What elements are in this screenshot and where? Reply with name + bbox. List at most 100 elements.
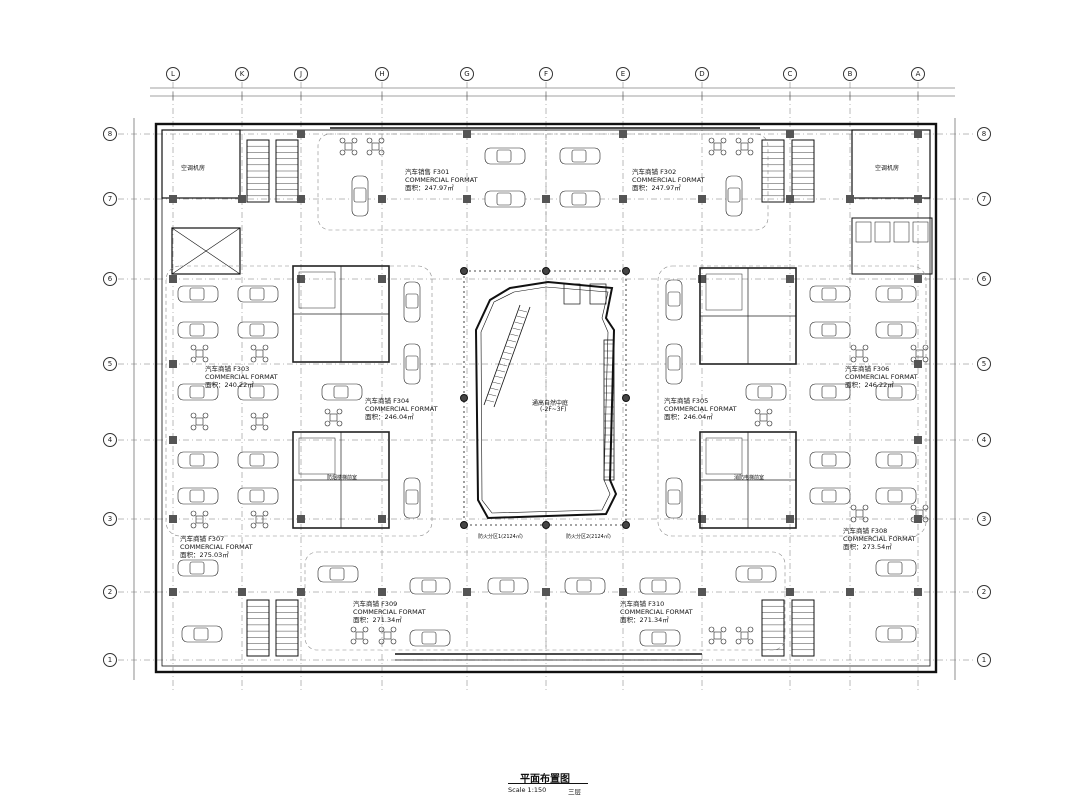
column-27	[786, 588, 794, 596]
chair	[850, 516, 857, 523]
chair	[202, 424, 209, 431]
axis-bubble-right-6: 6	[977, 272, 991, 286]
column-24	[542, 588, 550, 596]
car-34	[181, 625, 223, 643]
axis-bubble-2: 2	[103, 585, 117, 599]
axis-bubble-7: 7	[103, 192, 117, 206]
chair	[336, 420, 343, 427]
axis-bubble-h: H	[375, 67, 389, 81]
zone-top	[317, 133, 769, 231]
car-24	[809, 487, 851, 505]
escalator-step-left	[503, 351, 512, 355]
toilet-stall	[855, 221, 872, 243]
core-room	[298, 437, 336, 475]
display-table-9	[759, 413, 768, 422]
car-33	[735, 565, 777, 583]
drawing-title: 平面布置图	[520, 774, 570, 785]
atrium-column-5	[460, 521, 468, 529]
chair	[862, 356, 869, 363]
display-table-10	[855, 349, 864, 358]
column-22	[378, 588, 386, 596]
column-42	[786, 515, 794, 523]
chair	[708, 626, 715, 633]
stair-br2	[791, 599, 815, 657]
axis-bubble-right-4: 4	[977, 433, 991, 447]
axis-bubble-right-5: 5	[977, 357, 991, 371]
column-16	[914, 436, 922, 444]
chair	[747, 638, 754, 645]
chair	[190, 356, 197, 363]
chair	[922, 504, 929, 511]
atrium-column-7	[622, 521, 630, 529]
car-4	[177, 285, 219, 303]
column-26	[698, 588, 706, 596]
car-6	[177, 321, 219, 339]
escalator-step-left	[496, 369, 506, 373]
chair	[754, 420, 761, 427]
outer-wall	[154, 122, 938, 674]
atrium-lift-2	[589, 283, 607, 305]
chair	[250, 356, 257, 363]
core-room	[705, 437, 743, 475]
column-1	[238, 195, 246, 203]
chair	[378, 626, 385, 633]
column-36	[378, 275, 386, 283]
chair	[262, 344, 269, 351]
chair	[862, 344, 869, 351]
car-7	[237, 321, 279, 339]
chair	[262, 510, 269, 517]
stair-br1	[761, 599, 785, 657]
column-41	[698, 515, 706, 523]
column-18	[914, 515, 922, 523]
chair	[910, 356, 917, 363]
column-9	[846, 195, 854, 203]
chair	[350, 638, 357, 645]
car-19	[237, 451, 279, 469]
car-36	[409, 629, 451, 647]
display-table-19	[740, 631, 749, 640]
chair	[351, 149, 358, 156]
shaft-left	[171, 227, 241, 275]
building-walls	[154, 122, 938, 674]
car-26	[177, 559, 219, 577]
column-33	[786, 130, 794, 138]
chair	[922, 516, 929, 523]
chair	[250, 510, 257, 517]
column-5	[542, 195, 550, 203]
escalator-left-rail	[483, 304, 521, 406]
toilet-stall	[874, 221, 891, 243]
chair	[324, 420, 331, 427]
stair-bl1	[246, 599, 270, 657]
car-13	[237, 383, 279, 401]
column-35	[297, 275, 305, 283]
escalator-step-left	[494, 375, 503, 379]
column-3	[378, 195, 386, 203]
car-9	[875, 285, 917, 303]
drawing-scale: Scale 1:150	[508, 786, 547, 794]
column-39	[297, 515, 305, 523]
chair	[735, 137, 742, 144]
chair	[720, 626, 727, 633]
inner-wall	[161, 129, 931, 667]
axis-bubble-right-7: 7	[977, 192, 991, 206]
display-table-5	[255, 349, 264, 358]
chair	[190, 412, 197, 419]
core-label-left: 防烟楼梯前室	[327, 475, 358, 481]
column-28	[846, 588, 854, 596]
column-17	[169, 515, 177, 523]
chair	[339, 149, 346, 156]
axis-bubble-right-1: 1	[977, 653, 991, 667]
car-43	[665, 279, 683, 321]
column-25	[619, 588, 627, 596]
car-39	[725, 175, 743, 217]
service-cores	[292, 265, 797, 529]
car-35	[875, 625, 917, 643]
chair	[735, 638, 742, 645]
escalator-step-left	[507, 339, 517, 343]
